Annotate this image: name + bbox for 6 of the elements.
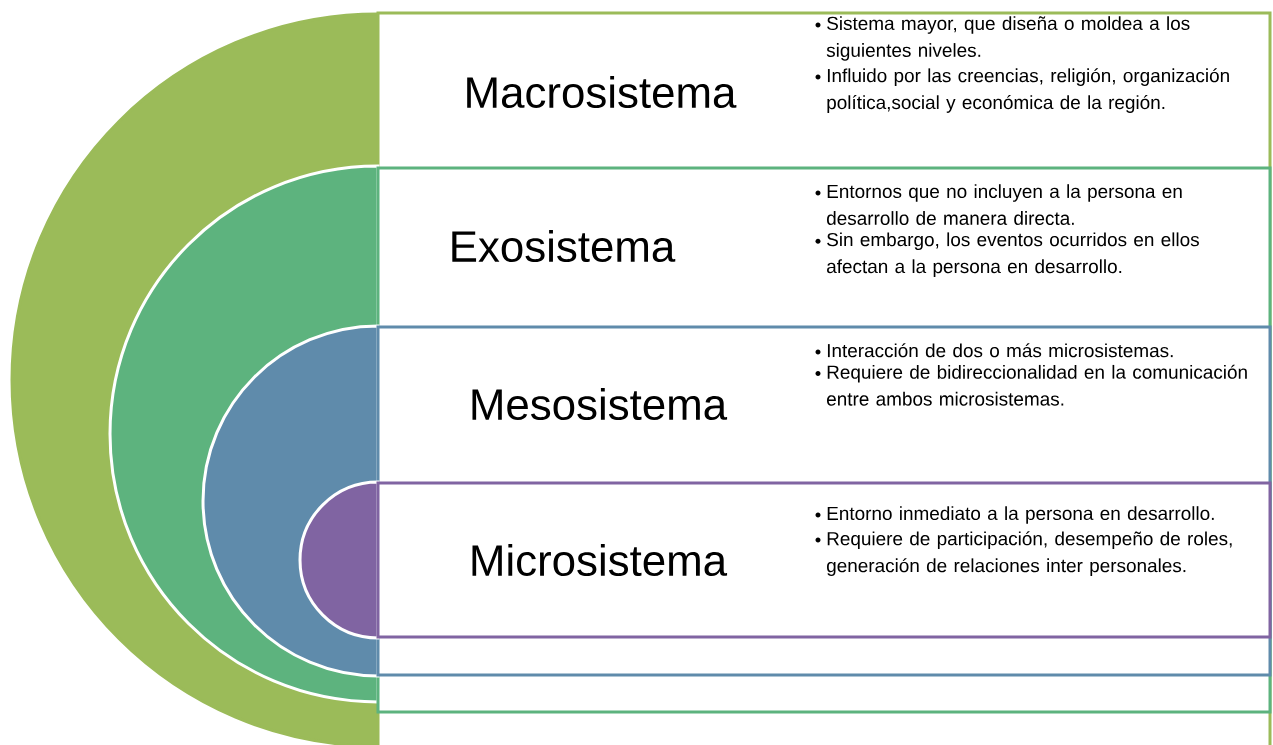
bullet-text: Sin embargo, los eventos ocurridos en ellos afectan a la persona en desarrollo. xyxy=(827,232,1199,277)
bullet-text: Influido por las creencias, religión, organización política,social y económica de la región. xyxy=(827,68,1229,113)
bullet-text: Entornos que no incluyen a la persona en desarrollo de manera directa. xyxy=(827,184,1182,225)
level-title: Exosistema xyxy=(452,229,676,263)
level-title: Macrosistema xyxy=(467,75,737,109)
bullet-text: Sistema mayor, que diseña o moldea a los siguientes niveles. xyxy=(826,16,1190,61)
